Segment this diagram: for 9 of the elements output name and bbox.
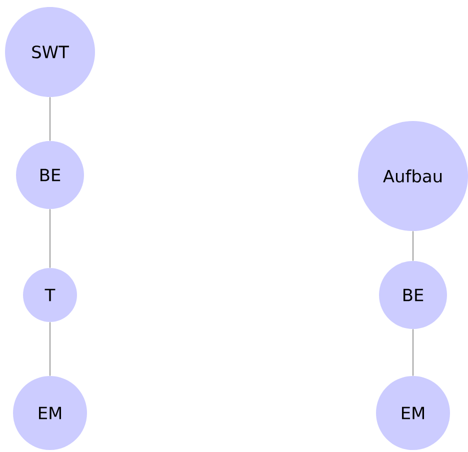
circle-node: T [23, 268, 77, 322]
connector-line [412, 328, 414, 376]
circle-node: SWT [5, 7, 95, 97]
circle-node: EM [376, 376, 450, 450]
circle-node: EM [13, 376, 87, 450]
circle-node: BE [16, 140, 84, 209]
connector-line [412, 231, 414, 261]
circle-node: Aufbau [358, 120, 468, 231]
circle-node: BE [379, 260, 447, 329]
